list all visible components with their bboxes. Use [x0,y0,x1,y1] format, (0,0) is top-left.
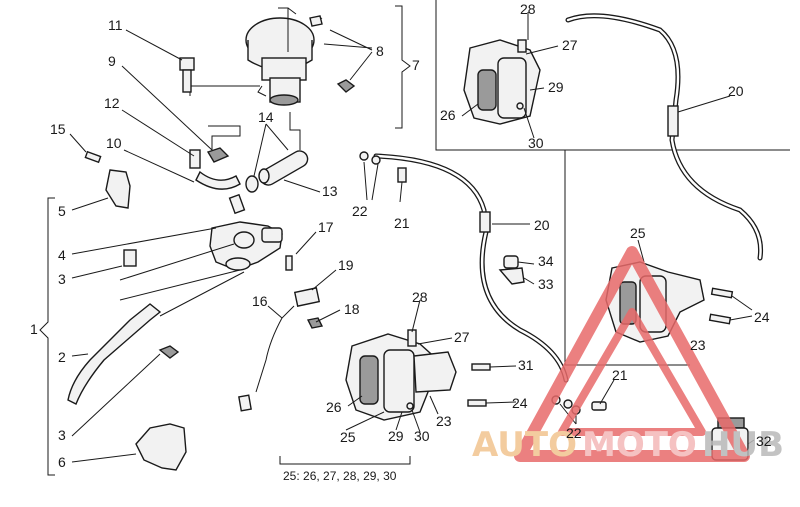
callout-16: 16 [252,293,268,309]
lever-bracket [84,150,131,209]
watermark-auto: AUTO [472,425,577,465]
callout-28: 28 [520,1,536,17]
mount-bracket-6 [135,423,187,471]
callout-29-lower: 29 [388,428,404,444]
caliper-top [463,39,541,125]
watermark-logo: AUTO MOTO HUB [472,246,784,465]
caliper-bolts [467,287,734,407]
callout-25-lower: 25 [340,429,356,445]
callout-21: 21 [394,215,410,231]
callout-3-lower: 3 [58,427,66,443]
callout-30: 30 [528,135,544,151]
callout-8: 8 [376,43,384,59]
callout-32: 32 [756,433,772,449]
caliper-bottom [345,329,457,421]
callout-6: 6 [58,454,66,470]
callout-2: 2 [58,349,66,365]
callout-20-right: 20 [728,83,744,99]
watermark-triangle-inner [558,308,706,436]
callout-7: 7 [412,57,420,73]
callout-5: 5 [58,203,66,219]
callout-34: 34 [538,253,554,269]
callout-11: 11 [108,17,123,33]
callout-15: 15 [50,121,66,137]
brake-switch [238,255,324,412]
pivot-bolt [123,249,180,359]
callout-12: 12 [104,95,120,111]
bolt-11 [179,57,195,93]
callout-10: 10 [106,135,122,151]
callout-23-right: 23 [690,337,706,353]
callout-labels: 11 9 12 15 10 5 4 3 1 2 3 6 8 7 14 13 17… [30,1,772,483]
callout-25-right: 25 [630,225,646,241]
callout-29: 29 [548,79,564,95]
callout-24-lower: 24 [512,395,528,411]
bracket-33 [498,255,525,285]
watermark-triangle [514,246,750,462]
callout-26-lower: 26 [326,399,342,415]
brake-lever [67,303,162,405]
callout-22-lower: 22 [566,425,582,441]
watermark-moto: MOTO [582,425,697,465]
callout-27: 27 [562,37,578,53]
callout-21-lower: 21 [612,367,628,383]
rear-brake-hose [565,13,764,261]
callout-28-lower: 28 [412,289,428,305]
callout-20: 20 [534,217,550,233]
callout-31: 31 [518,357,534,373]
return-hose [245,112,309,193]
callout-19: 19 [338,257,354,273]
callout-9: 9 [108,53,116,69]
watermark-hub: HUB [702,425,784,465]
callout-4: 4 [58,247,66,263]
callout-33: 33 [538,276,554,292]
callout-22: 22 [352,203,368,219]
callout-18: 18 [344,301,360,317]
callout-24-right: 24 [754,309,770,325]
callout-26: 26 [440,107,456,123]
reservoir-assembly [189,7,356,106]
callout-14: 14 [258,109,274,125]
clamp-bracket [189,125,241,190]
callout-23-lower: 23 [436,413,452,429]
callout-13: 13 [322,183,338,199]
bracket-1 [39,197,55,476]
master-cylinder [209,193,283,271]
front-brake-hose [359,151,569,383]
callout-17: 17 [318,219,334,235]
callout-30-lower: 30 [414,428,430,444]
callout-3: 3 [58,271,66,287]
bracket-7 [395,5,411,129]
callout-27-lower: 27 [454,329,470,345]
callout-1: 1 [30,321,38,337]
kit-composition-note: 25: 26, 27, 28, 29, 30 [283,469,397,483]
